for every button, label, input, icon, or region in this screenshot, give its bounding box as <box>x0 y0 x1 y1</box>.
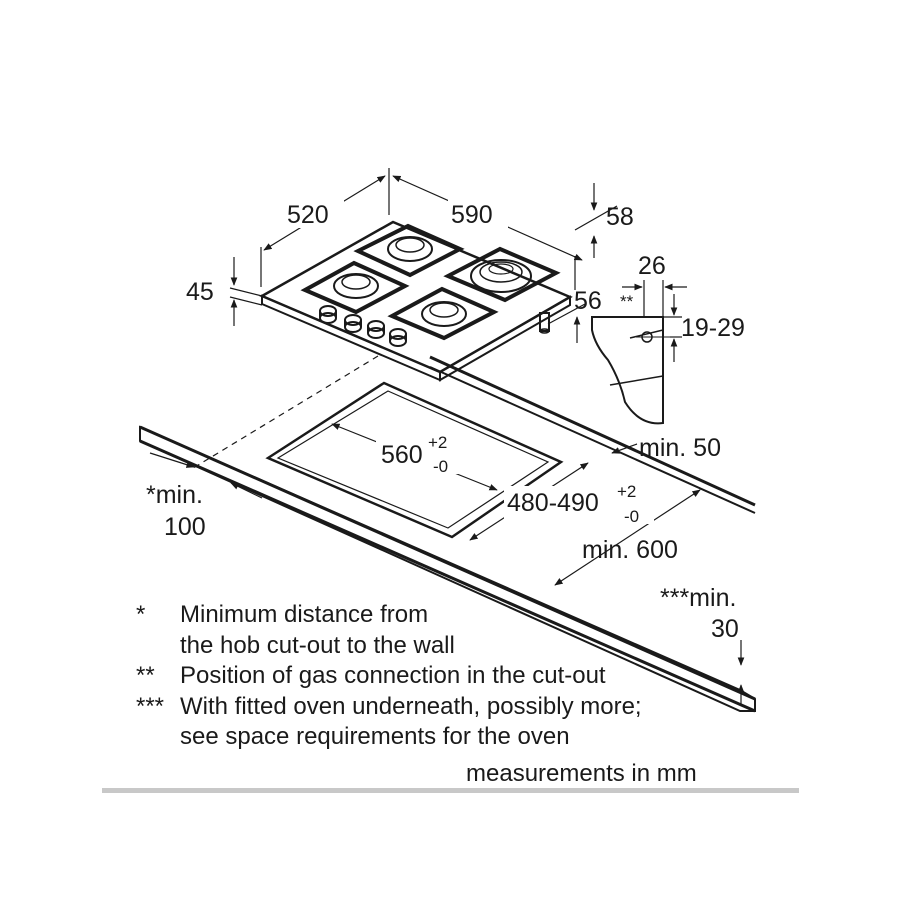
dim-min-front: min. 50 <box>639 434 721 462</box>
burner <box>387 236 433 262</box>
footnote-mark: ** <box>136 662 155 689</box>
control-knob <box>319 305 337 324</box>
cutout <box>265 381 564 539</box>
dim-gas-offset: 26 <box>638 252 666 280</box>
dim-min-worktop: min. 600 <box>582 536 678 564</box>
dim-gas-side: 56 <box>574 287 602 315</box>
dim-height: 45 <box>186 278 214 306</box>
dim-min-oven: ***min. <box>660 584 736 612</box>
footnote-line: Minimum distance from <box>180 601 429 628</box>
burner <box>421 301 467 327</box>
dim-cutout-depth-tol-plus: +2 <box>617 482 636 501</box>
footnote-mark: * <box>136 601 146 628</box>
projection-line <box>189 355 379 471</box>
dim-cutout-depth-tol-minus: -0 <box>624 507 639 526</box>
dim-cutout-width-tol-plus: +2 <box>428 433 447 452</box>
dim-front-clearance: 58 <box>606 203 634 231</box>
footnote-line: Position of gas connection in the cut-ou… <box>180 662 606 689</box>
gas-connection-detail <box>591 316 670 425</box>
hob <box>259 220 573 382</box>
gas-pipe <box>539 312 550 334</box>
control-knob <box>344 314 362 333</box>
footnote-mark: *** <box>136 692 165 720</box>
dim-min-wall: *min. <box>146 481 203 509</box>
footnote-line: With fitted oven underneath, possibly mo… <box>180 692 642 720</box>
dim-min-oven-value: 30 <box>711 615 739 643</box>
control-knob <box>389 328 407 347</box>
footnotes: * Minimum distance from the hob cut-out … <box>136 600 776 753</box>
gas-connection-mark: ** <box>620 292 634 311</box>
control-knob <box>367 320 385 339</box>
footnote: ** Position of gas connection in the cut… <box>136 661 776 692</box>
footnote-line: see space requirements for the oven <box>180 723 570 750</box>
footnote: * Minimum distance from the hob cut-out … <box>136 600 776 661</box>
units-label: measurements in mm <box>466 760 697 787</box>
bottom-rule <box>102 788 799 793</box>
dim-width: 590 <box>451 201 493 229</box>
dim-gas-height: 19-29 <box>681 314 745 342</box>
footnote: *** With fitted oven underneath, possibl… <box>136 692 776 753</box>
dim-cutout-depth: 480-490 <box>507 489 599 517</box>
burner <box>333 273 379 299</box>
dim-depth: 520 <box>287 201 329 229</box>
dim-cutout-width-tol-minus: -0 <box>433 457 448 476</box>
dim-cutout-width: 560 <box>381 441 423 469</box>
footnote-line: the hob cut-out to the wall <box>180 631 455 659</box>
dim-min-wall-value: 100 <box>164 513 206 541</box>
